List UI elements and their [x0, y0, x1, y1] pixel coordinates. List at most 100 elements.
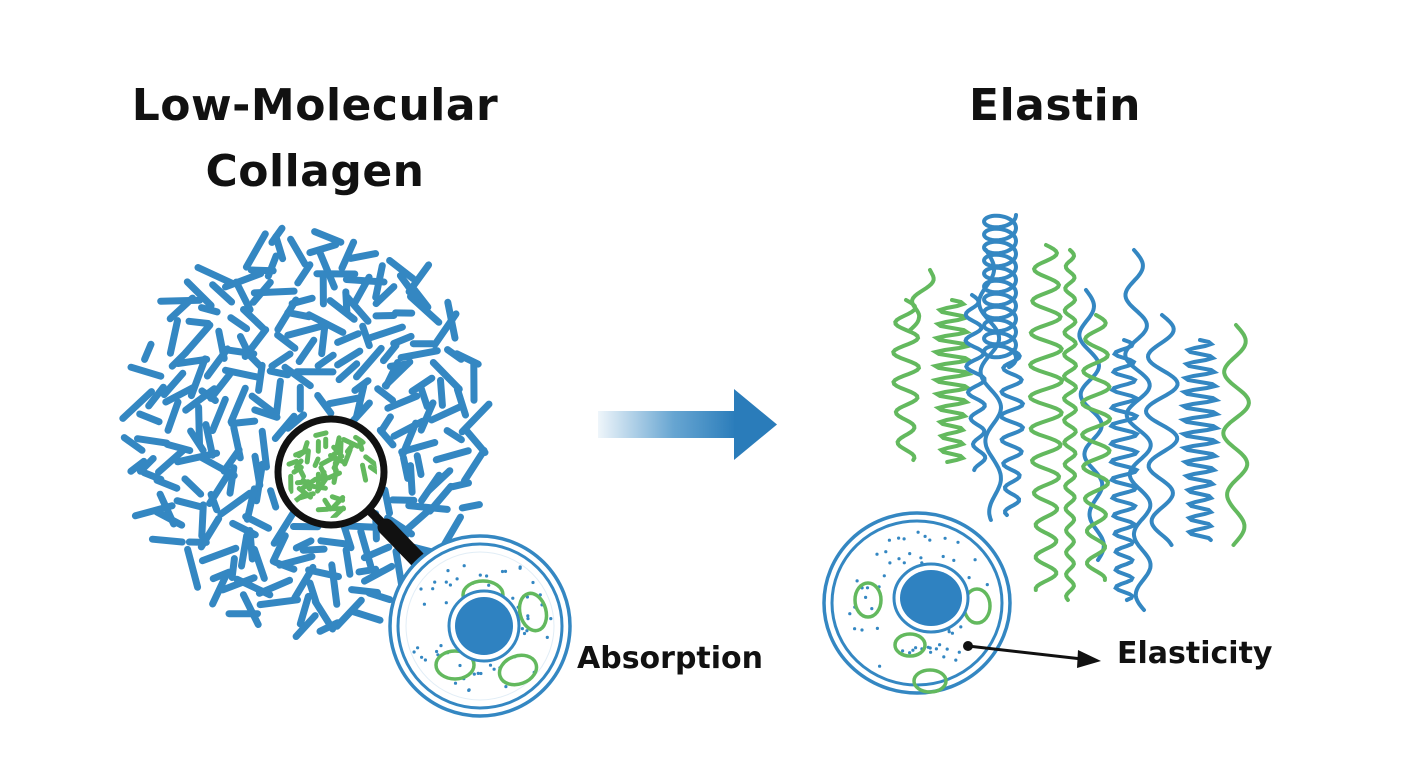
cell-granule [919, 556, 923, 560]
collagen-rod [417, 385, 431, 411]
cell-granule [929, 650, 933, 654]
elastin-fiber [1221, 323, 1251, 547]
cell-granule [855, 579, 859, 583]
cell-granule [444, 601, 448, 605]
collagen-rod [160, 369, 187, 399]
collagen-rod [355, 565, 380, 576]
collagen-fragment [300, 477, 313, 492]
collagen-fragment [353, 434, 366, 445]
collagen-rod [228, 555, 238, 581]
collagen-rod [250, 545, 268, 582]
cell-granule [952, 558, 956, 563]
collagen-rod [372, 262, 386, 301]
elastin-title: Elastin [925, 73, 1185, 139]
collagen-rod [227, 384, 249, 426]
cell-granule [878, 664, 882, 668]
elastin-fiber [998, 348, 1026, 517]
cell-granule [525, 595, 530, 599]
collagen-rod [270, 509, 297, 547]
collagen-rod [222, 366, 262, 381]
cell-granule [520, 627, 525, 631]
collagen-fragment [293, 458, 304, 470]
collagen-rod [136, 410, 163, 426]
elasticity-pointer-arrow [967, 644, 1101, 668]
collagen-rod [318, 323, 329, 358]
elastin-fiber [1178, 338, 1222, 542]
cell-granule [500, 569, 505, 574]
cell-granule [435, 649, 439, 654]
collagen-rod [195, 403, 203, 448]
cell-granule [526, 617, 530, 621]
collagen-fragment [331, 495, 346, 510]
collagen-rod [162, 383, 198, 406]
collagen-rod [136, 455, 157, 475]
cell-granule [887, 538, 892, 542]
collagen-rod [264, 252, 280, 280]
collagen-rod [181, 475, 205, 498]
cell-granule [938, 643, 942, 647]
collagen-rod [326, 297, 358, 323]
cell-granule [945, 647, 949, 651]
cell-granule [875, 626, 880, 631]
magnifier-icon [274, 415, 427, 569]
cell-granule [853, 627, 857, 631]
collagen-rod [228, 417, 259, 427]
absorption-label: Absorption [577, 641, 764, 676]
collagen-rod [194, 264, 237, 287]
cell-granule [412, 650, 416, 654]
collagen-rod [256, 596, 301, 609]
collagen-rod [250, 287, 298, 297]
collagen-fragment [300, 476, 319, 491]
cell-granule [864, 595, 868, 600]
cell-granule [860, 628, 864, 632]
elastin-fiber [1061, 248, 1079, 602]
arrow-right-icon [598, 389, 777, 460]
collagen-rod [166, 294, 196, 323]
collagen-rod [203, 345, 231, 380]
collagen-rod [397, 347, 441, 362]
elastin-fiber [908, 268, 936, 332]
collagen-rod [187, 427, 207, 454]
cell-granule [908, 552, 912, 556]
elastin-fiber [1123, 248, 1153, 612]
elastin-fiber [1079, 313, 1113, 582]
cell-right-icon [822, 511, 1012, 695]
collagen-fragments [286, 430, 377, 518]
cell-granule [959, 625, 963, 629]
collagen-rod [386, 257, 417, 283]
collagen-rod [148, 535, 186, 546]
cell-granule [439, 644, 443, 648]
cell-granule [956, 540, 960, 544]
collagen-rod [284, 309, 313, 321]
collagen-fragment [333, 435, 342, 456]
collagen-rod [316, 249, 338, 291]
collagen-fragment [313, 430, 329, 438]
collagen-rod [272, 377, 284, 419]
cell-granule [916, 530, 920, 534]
collagen-rod [242, 513, 273, 532]
elastin-coil [982, 213, 1019, 370]
collagen-rod [317, 537, 351, 548]
collagen-rod [449, 479, 472, 491]
collagen-rod [209, 281, 236, 306]
collagen-fiber-cluster [119, 224, 493, 640]
collagen-rod [251, 406, 281, 421]
cell-granule [531, 580, 535, 585]
collagen-fragment [326, 470, 342, 481]
cell-granule [455, 577, 459, 581]
collagen-rod [134, 435, 171, 447]
collagen-rod [411, 286, 432, 311]
collagen-rod [185, 317, 212, 327]
cell-granule [420, 655, 424, 659]
collagen-title-line2: Collagen [205, 146, 425, 197]
collagen-rod [389, 496, 418, 504]
collagen-rod [347, 250, 380, 262]
collagen-rod [127, 457, 148, 475]
collagen-rod [342, 546, 354, 578]
collagen-rod [328, 561, 341, 608]
cell-granule [478, 573, 482, 577]
collagen-rod [400, 454, 412, 482]
collagen-rod [217, 489, 254, 518]
collagen-rod [166, 317, 181, 357]
elasticity-label: Elasticity [1117, 636, 1273, 671]
